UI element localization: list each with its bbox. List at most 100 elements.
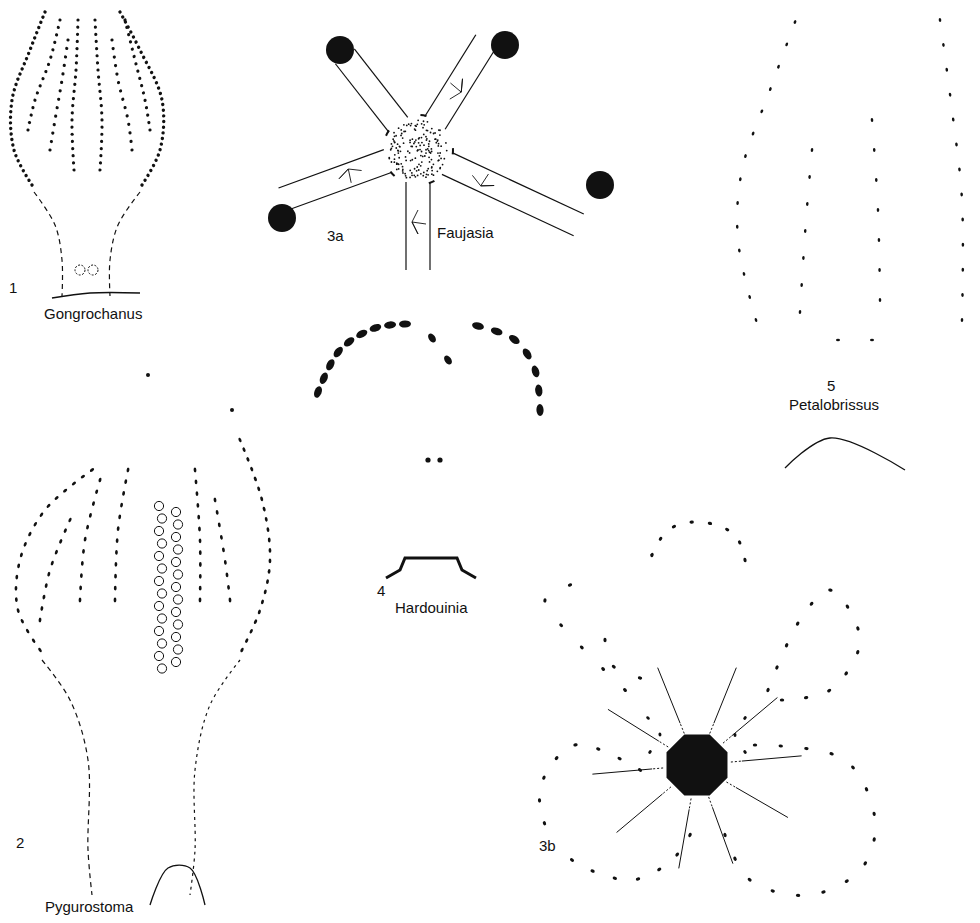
madreporite-stipple	[415, 146, 417, 148]
madreporite-stipple	[422, 175, 424, 177]
pygurostoma-petal	[15, 437, 272, 905]
pore-dot	[871, 118, 874, 122]
pore-dot	[795, 621, 800, 626]
pore-dot	[37, 25, 41, 29]
pore-dot	[9, 121, 12, 124]
pore-dot	[143, 98, 147, 102]
madreporite-stipple	[394, 135, 396, 137]
madreporite-stipple	[425, 149, 427, 151]
madreporite-stipple	[426, 173, 428, 175]
pore-dot	[536, 404, 544, 416]
madreporite-stipple	[422, 127, 424, 129]
plate-suture	[608, 709, 659, 741]
pore-dot	[596, 747, 601, 752]
pore-dot	[260, 599, 264, 604]
pore-ring	[171, 632, 180, 641]
ocular-mark	[385, 130, 390, 136]
pore-dot	[66, 38, 70, 42]
pore-dot	[73, 83, 76, 86]
pore-dot	[136, 69, 140, 73]
pore-dot	[262, 506, 266, 511]
madreporite-stipple	[402, 137, 404, 139]
madreporite-stipple	[443, 158, 445, 160]
ambulacrum-edge	[335, 64, 388, 132]
pore-dot	[91, 501, 95, 506]
pore-dot	[804, 696, 809, 700]
pore-dot	[942, 43, 945, 47]
pore-pair	[75, 265, 85, 275]
plate-suture	[339, 169, 362, 183]
madreporite-stipple	[431, 128, 433, 130]
madreporite-stipple	[435, 138, 437, 140]
pore-dot	[162, 125, 166, 129]
plate-suture	[679, 809, 689, 868]
madreporite-stipple	[411, 123, 413, 125]
pore-dot	[148, 128, 152, 132]
pore-dot	[811, 148, 814, 152]
pore-dot	[138, 76, 142, 80]
pore-dot	[799, 310, 802, 314]
madreporite-stipple	[418, 137, 420, 139]
madreporite-stipple	[397, 150, 399, 152]
pore-dot	[199, 586, 202, 591]
pore-dot	[35, 91, 39, 95]
pore-dot	[154, 158, 159, 163]
pore-dot	[55, 33, 59, 37]
plate-suture	[710, 723, 714, 733]
pore-dot	[736, 225, 739, 229]
madreporite-stipple	[431, 173, 433, 175]
pore-dot	[538, 798, 541, 803]
pore-dot	[128, 131, 132, 135]
madreporite-stipple	[405, 175, 407, 177]
madreporite-stipple	[411, 146, 413, 148]
pore-dot	[146, 113, 150, 117]
pore-dot	[118, 10, 123, 15]
pore-dot	[72, 97, 75, 100]
pore-dot	[780, 698, 785, 701]
pore-dot	[160, 137, 164, 141]
pore-dot	[227, 585, 230, 590]
madreporite-stipple	[396, 169, 398, 171]
pore-dot	[12, 88, 16, 92]
madreporite-stipple	[400, 135, 402, 137]
pore-dot	[249, 628, 254, 634]
pore-dot	[115, 72, 119, 76]
pore-dot	[28, 531, 33, 537]
pore-dot	[777, 64, 781, 69]
madreporite-stipple	[393, 132, 395, 134]
pore-dot	[56, 26, 60, 30]
madreporite	[667, 735, 728, 796]
pore-dot	[100, 125, 103, 128]
madreporite-stipple	[415, 139, 417, 141]
pore-dot	[955, 142, 958, 146]
pore-dot	[218, 522, 222, 527]
pore-dot	[844, 879, 849, 884]
pore-dot	[802, 256, 805, 260]
pore-dot	[384, 321, 397, 329]
pore-dot	[784, 643, 789, 648]
pore-dot	[9, 104, 13, 108]
pore-dot	[130, 47, 134, 51]
pore-dot	[530, 365, 540, 379]
plate-boundary	[190, 660, 240, 895]
madreporite-stipple	[438, 143, 440, 145]
madreporite-stipple	[425, 136, 427, 138]
pore-dot	[793, 20, 797, 25]
pore-ring	[157, 639, 166, 648]
pore-dot	[215, 510, 219, 515]
pore-dot	[71, 147, 74, 150]
pore-dot	[775, 665, 780, 670]
pore-dot	[81, 561, 84, 566]
pore-dot	[723, 832, 727, 837]
pore-dot	[88, 513, 92, 518]
pore-dot	[471, 321, 484, 331]
pore-ring	[171, 557, 180, 566]
madreporite-stipple	[413, 143, 415, 145]
pore-dot	[44, 70, 48, 74]
pore-dot	[224, 560, 227, 565]
madreporite-stipple	[392, 138, 394, 140]
pore-dot	[257, 609, 261, 614]
madreporite-stipple	[391, 143, 393, 145]
pore-dot	[332, 345, 345, 359]
genital-pore	[491, 31, 519, 59]
